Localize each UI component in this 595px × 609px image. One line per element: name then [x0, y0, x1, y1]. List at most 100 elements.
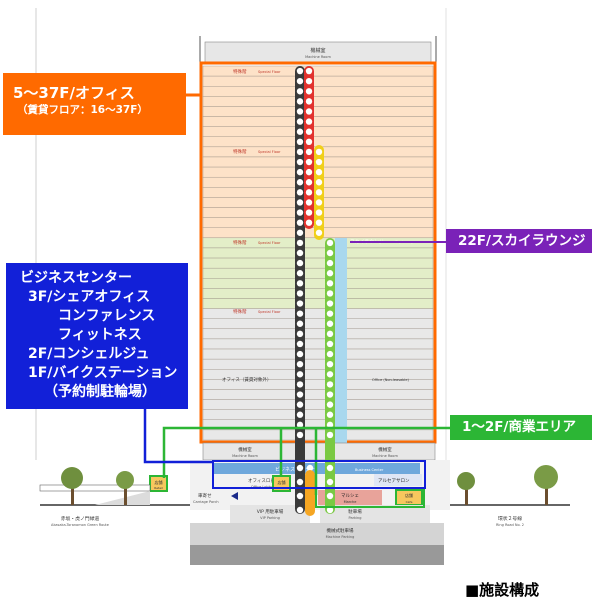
- elevator-stop-low: [296, 249, 304, 257]
- elevator-stop-low: [296, 219, 304, 226]
- floor-band: [202, 257, 434, 269]
- elevator-stop-low: [296, 259, 304, 267]
- special-floor-label: 特殊階 Special Floor: [233, 148, 281, 155]
- floor-band: [202, 247, 434, 259]
- svg-text:特殊階: 特殊階: [233, 308, 247, 315]
- elevator-stop-lounge: [326, 300, 334, 307]
- elevator-stop-lounge: [326, 464, 334, 472]
- elevator-stop-lounge: [326, 411, 334, 418]
- elevator-stop-ground: [306, 464, 314, 472]
- elevator-stop-low: [296, 421, 304, 429]
- elevator-stop-lounge: [326, 478, 334, 486]
- elevator-stop-low: [296, 98, 304, 105]
- bedrock: [190, 545, 444, 565]
- left-plaza: [39, 484, 151, 492]
- elevator-stop-low: [296, 381, 304, 388]
- elevator-stop-lounge: [326, 492, 334, 500]
- parking: [320, 505, 430, 523]
- business-callout-line: 1F/バイクステーション: [28, 365, 178, 381]
- svg-text:店舗: 店舗: [155, 479, 163, 485]
- elevator-stop-lounge: [326, 401, 334, 408]
- elevator-stop-low: [296, 464, 304, 472]
- svg-text:機械室: 機械室: [378, 446, 392, 453]
- elevator-stop-high: [305, 179, 313, 186]
- floor-band: [202, 399, 434, 410]
- special-floor-label: 特殊階 Special Floor: [233, 308, 281, 315]
- svg-text:店舗: 店舗: [405, 492, 413, 498]
- carriage-porch-label: 車寄せ: [198, 492, 212, 499]
- svg-text:Machine Room: Machine Room: [372, 454, 398, 458]
- elevator-stop-high: [305, 98, 313, 105]
- elevator-stop-mid: [315, 158, 323, 166]
- elevator-stop-high: [305, 158, 313, 166]
- elevator-stop-lounge: [326, 249, 334, 257]
- floor-bands: [202, 65, 434, 441]
- elevator-stop-low: [296, 118, 304, 125]
- elevator-shaft-high: [304, 66, 314, 229]
- machine-room-top-en: Machine Room: [305, 55, 331, 59]
- svg-text:Special Floor: Special Floor: [258, 310, 281, 314]
- elevator-stop-low: [296, 360, 304, 368]
- elevator-stop-low: [296, 340, 304, 348]
- right-street-label: 環状２号線: [498, 515, 522, 522]
- elevator-stop-low: [296, 310, 304, 317]
- tree-icon: [534, 465, 558, 505]
- svg-text:Special Floor: Special Floor: [258, 150, 281, 154]
- tree-icon: [61, 467, 83, 505]
- svg-text:Retail: Retail: [154, 486, 163, 490]
- elevator-stop-low: [296, 138, 304, 146]
- elevator-stop-low: [296, 401, 304, 408]
- elevator-stop-high: [305, 209, 313, 216]
- elevator-stop-low: [296, 158, 304, 166]
- elevator-stop-low: [296, 168, 304, 176]
- elevator-stop-lounge: [326, 381, 334, 388]
- elevator-stop-mid: [315, 189, 323, 196]
- special-floor-label: 特殊階 Special Floor: [233, 68, 281, 75]
- floor-band: [202, 328, 434, 340]
- svg-text:機械室: 機械室: [238, 446, 252, 453]
- sky-lounge-shaft: [335, 238, 347, 474]
- floor-band: [202, 429, 434, 441]
- elevator-stop-low: [296, 239, 304, 247]
- left-street-label-en: Akasaka-Toranomon Green Route: [51, 523, 109, 527]
- business-callout-connector: [143, 409, 214, 464]
- carriage-porch-label-en: Carriage Porch: [193, 500, 219, 504]
- parking-label: 駐車場: [348, 508, 362, 515]
- elevator-stop-low: [296, 290, 304, 297]
- cafe-room: 店舗 Cafe: [395, 489, 423, 506]
- elevator-stop-low: [296, 270, 304, 277]
- floor-band: [202, 409, 434, 420]
- salon-room: [374, 474, 422, 486]
- left-ramp: [95, 491, 150, 505]
- marche-label-en: Marche: [344, 500, 357, 504]
- elevator-shaft-ground: [305, 470, 315, 516]
- elevator-stop-lounge: [326, 239, 334, 247]
- svg-text:Cafe: Cafe: [406, 500, 413, 504]
- elevator-stop-lounge: [326, 270, 334, 277]
- elevator-stop-high: [305, 148, 313, 156]
- floor-band: [202, 106, 434, 117]
- business-callout-line: （予約制駐輪場）: [44, 384, 156, 400]
- figure-caption: ■施設構成: [465, 581, 540, 599]
- elevator-stop-low: [296, 88, 304, 95]
- elevator-stop-high: [305, 219, 313, 226]
- machine-parking: [190, 523, 444, 545]
- elevator-stop-low: [296, 320, 304, 327]
- elevator-stop-low: [296, 478, 304, 486]
- elevator-stop-lounge: [326, 310, 334, 317]
- elevator-stop-lounge: [326, 330, 334, 338]
- elevator-stop-mid: [315, 219, 323, 226]
- parking-label-en: Parking: [349, 516, 362, 520]
- elevator-stop-low: [296, 67, 304, 75]
- elevator-stop-low: [296, 199, 304, 206]
- machine-room-label: 機械室 Machine Room: [372, 446, 398, 458]
- elevator-stop-mid: [315, 168, 323, 176]
- business-callout-line: コンファレンス: [58, 308, 156, 324]
- floor-band: [202, 126, 434, 137]
- office-zone-outline: [199, 61, 437, 444]
- elevator-stop-low: [296, 411, 304, 418]
- svg-text:特殊階: 特殊階: [233, 148, 247, 155]
- svg-text:Machine Room: Machine Room: [232, 454, 258, 458]
